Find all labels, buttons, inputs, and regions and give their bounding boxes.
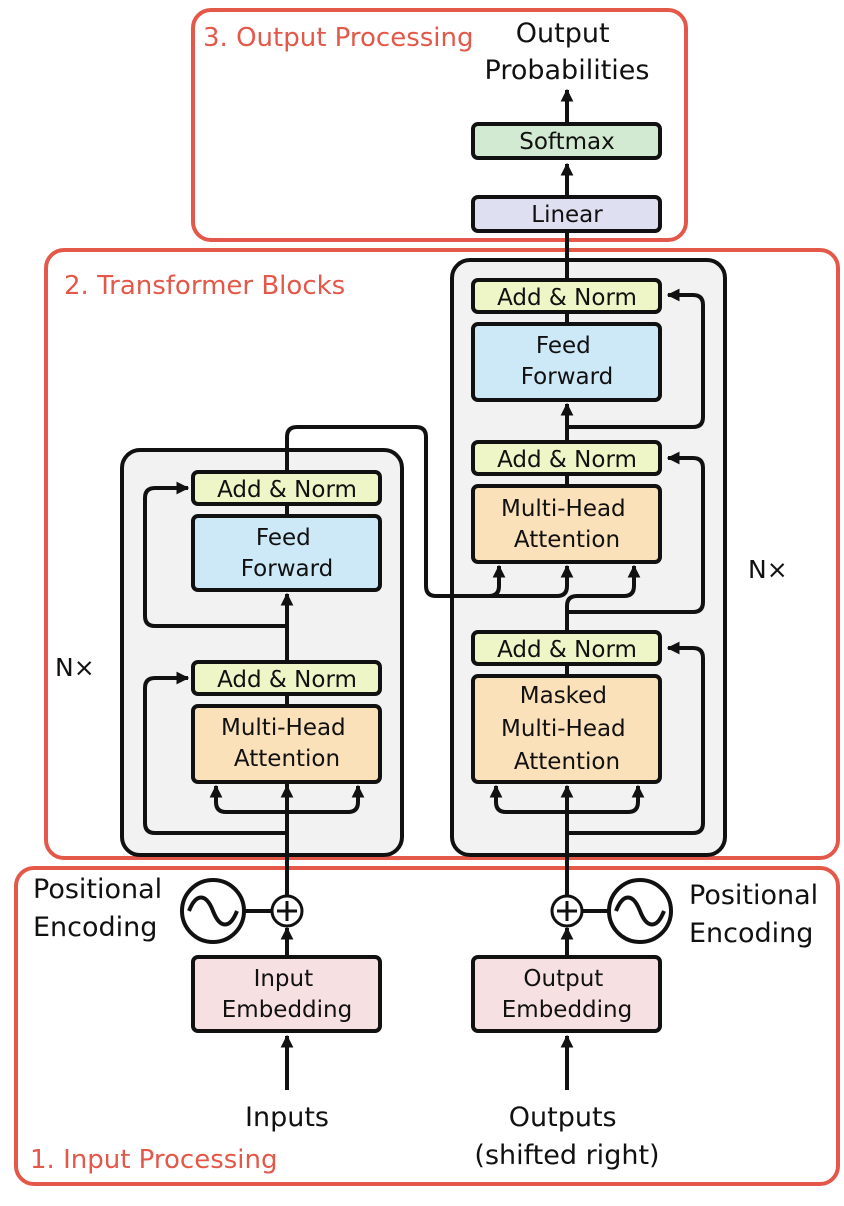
encoder-sine-wave-icon	[187, 895, 239, 927]
input-processing-label: 1. Input Processing	[30, 1145, 278, 1175]
encoder-repeat-label: N×	[55, 653, 95, 682]
output-embedding	[471, 955, 662, 1033]
encoder-output-branch	[489, 564, 574, 598]
softmax-layer	[471, 122, 662, 160]
output-probabilities-label: Output Probabilities	[485, 18, 650, 86]
encoder-positional-encoding-label: Positional Encoding	[33, 874, 171, 943]
encoder-residual-ff	[143, 481, 287, 628]
encoder-add-norm-bottom	[191, 660, 382, 696]
encoder-plus-icon	[277, 901, 297, 921]
connections	[143, 88, 705, 1090]
outputs-label: Outputs (shifted right)	[474, 1102, 659, 1171]
transformer-blocks-label: 2. Transformer Blocks	[64, 271, 345, 301]
decoder-masked-fork-right	[567, 784, 645, 814]
linear-layer	[471, 195, 662, 233]
decoder-cross-attention-label: Multi-Head Attention	[501, 496, 633, 553]
output-processing-section	[191, 8, 688, 242]
decoder-masked-attention	[471, 674, 662, 784]
decoder-query-to-cross-attn	[565, 564, 641, 632]
decoder-repeat-label: N×	[748, 555, 788, 584]
decoder-add-norm-bottom	[471, 630, 662, 666]
decoder-feed-forward	[471, 322, 662, 402]
decoder-masked-fork-left	[489, 784, 567, 814]
inputs-label: Inputs	[245, 1102, 329, 1133]
input-embedding-label: Input Embedding	[222, 966, 352, 1023]
decoder-cross-attention	[471, 484, 662, 564]
encoder-multi-head-attention	[191, 704, 382, 784]
encoder-attn-fork-right	[287, 784, 365, 814]
decoder-residual-ff	[567, 288, 705, 429]
encoder-multi-head-attention-label: Multi-Head Attention	[221, 715, 353, 772]
decoder-masked-attention-label: Masked Multi-Head Attention	[501, 683, 633, 775]
decoder-plus-icon	[557, 901, 577, 921]
encoder-feed-forward	[191, 514, 382, 592]
decoder-add-norm-top-label: Add & Norm	[497, 285, 637, 311]
decoder-residual-cross	[567, 451, 705, 614]
decoder-add-norm-top	[471, 278, 662, 314]
decoder-sine-wave-icon	[614, 895, 666, 927]
decoder-feed-forward-label: Feed Forward	[521, 333, 614, 390]
encoder-add-norm-top-label: Add & Norm	[217, 477, 357, 503]
output-processing-label: 3. Output Processing	[203, 23, 474, 53]
output-embedding-label: Output Embedding	[502, 966, 632, 1023]
decoder-add-norm-middle-label: Add & Norm	[497, 447, 637, 473]
decoder-add-norm-middle	[471, 440, 662, 476]
decoder-add-norm-bottom-label: Add & Norm	[497, 637, 637, 663]
softmax-label: Softmax	[519, 129, 615, 155]
decoder-positional-encoding-label: Positional Encoding	[689, 880, 827, 949]
encoder-feed-forward-label: Feed Forward	[241, 525, 334, 582]
decoder-residual-masked	[567, 641, 705, 835]
encoder-add-norm-top	[191, 470, 382, 506]
input-embedding	[191, 955, 382, 1033]
linear-label: Linear	[531, 202, 603, 228]
input-processing-section	[14, 866, 840, 1186]
encoder-residual-attn	[143, 671, 287, 835]
encoder-add-norm-bottom-label: Add & Norm	[217, 667, 357, 693]
transformer-blocks-section	[44, 248, 840, 860]
encoder-attn-fork-left	[209, 784, 287, 814]
